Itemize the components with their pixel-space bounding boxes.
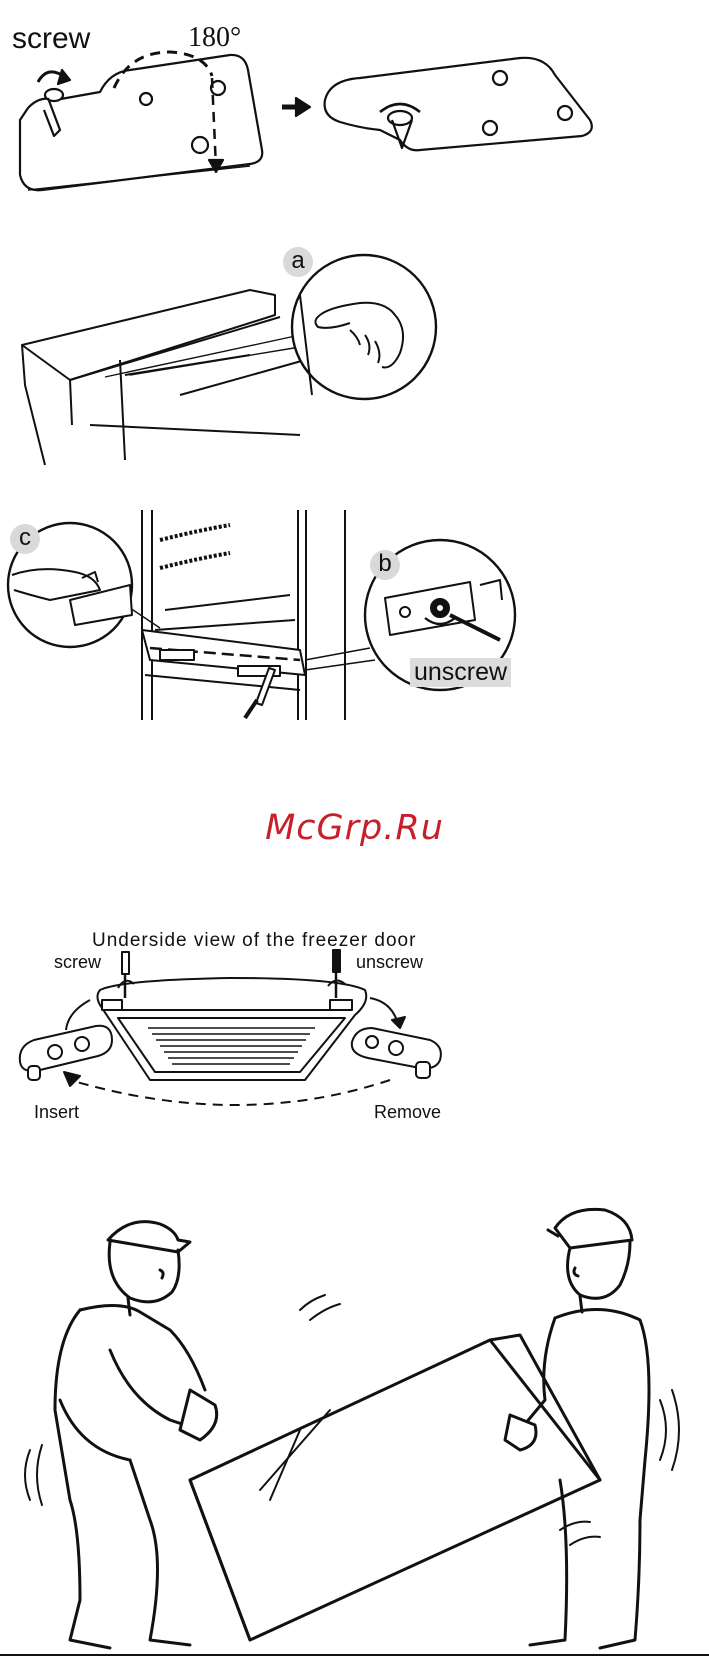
right-person-icon bbox=[505, 1209, 679, 1648]
left-person-icon bbox=[25, 1222, 217, 1648]
insert-label: Insert bbox=[34, 1102, 79, 1123]
angle-label: 180° bbox=[188, 22, 241, 54]
fridge-box-icon bbox=[190, 1335, 600, 1640]
unscrew-label: unscrew bbox=[410, 658, 511, 687]
screw-label-door: screw bbox=[54, 952, 101, 973]
figure-remove-top-cover: a bbox=[0, 235, 709, 475]
callout-letter-c: c bbox=[10, 524, 40, 554]
figure-hinge-removal: c b unscrew bbox=[0, 500, 709, 730]
hinge-plate-icon bbox=[352, 1028, 441, 1078]
callout-letter-b: b bbox=[370, 550, 400, 580]
figure-freezer-door-underside: Underside view of the freezer door bbox=[0, 920, 709, 1180]
remove-label: Remove bbox=[374, 1102, 441, 1123]
screw-label: screw bbox=[12, 22, 90, 56]
unscrew-label-door: unscrew bbox=[356, 952, 423, 973]
figure-carrying-fridge bbox=[0, 1200, 709, 1662]
figure-hinge-rotation: screw 180° bbox=[0, 0, 709, 200]
detail-circle-a bbox=[292, 255, 436, 399]
callout-letter-a: a bbox=[283, 247, 313, 277]
watermark-text: McGrp.Ru bbox=[0, 808, 709, 848]
